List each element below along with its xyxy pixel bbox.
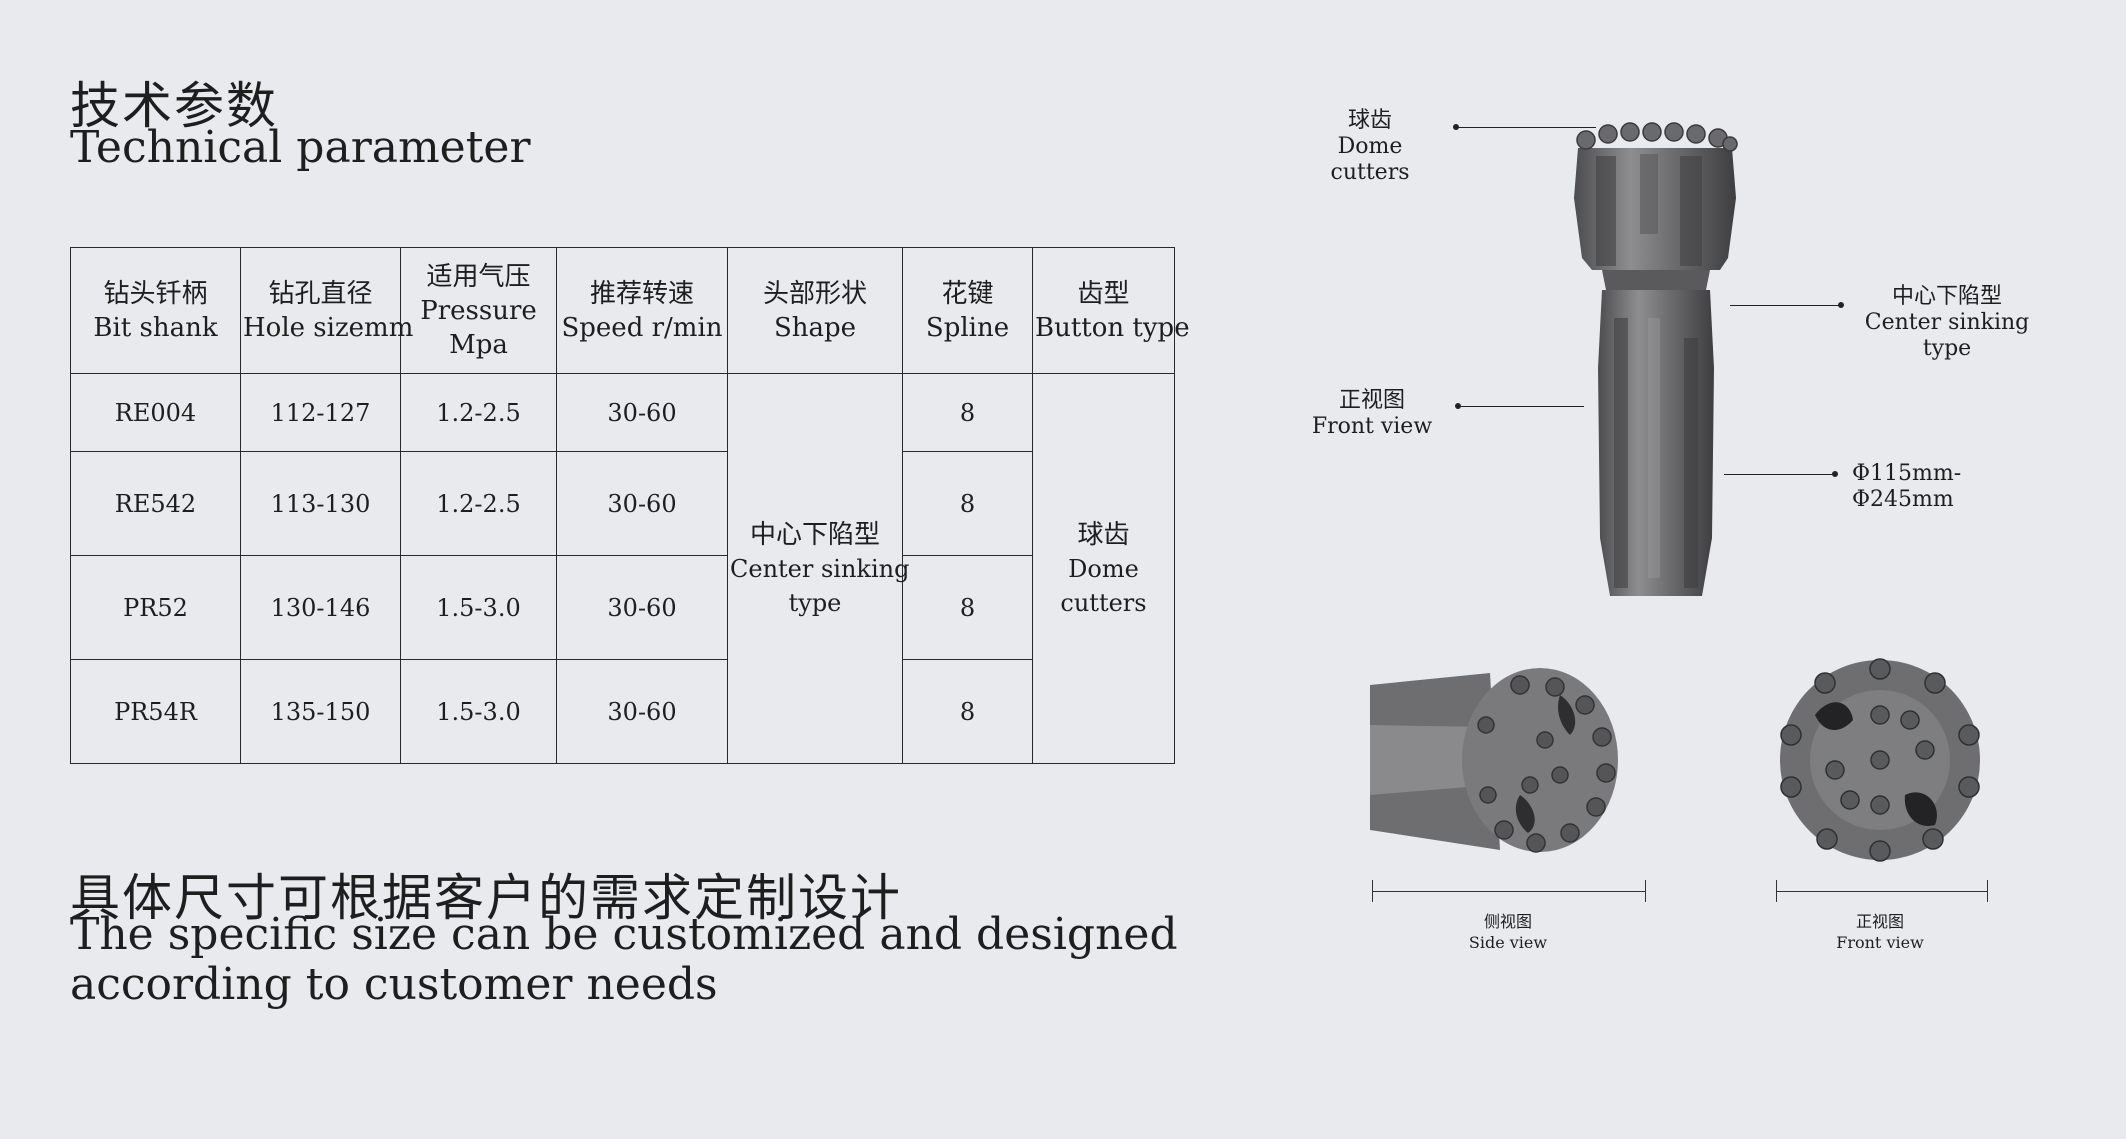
cell-hole: 112-127	[240, 373, 401, 452]
footer-cn: 具体尺寸可根据客户的需求定制设计	[70, 869, 902, 927]
drill-bit-front-view-illustration	[1780, 658, 1980, 862]
callout-diameter-range: Φ115mm- Φ245mm	[1852, 461, 1962, 512]
cell-pressure: 1.5-3.0	[400, 659, 557, 764]
cell-speed: 30-60	[556, 373, 728, 452]
cell-pressure: 1.2-2.5	[400, 373, 557, 452]
cell-shank: PR54R	[70, 659, 241, 764]
cell-speed: 30-60	[556, 659, 728, 764]
table-row: RE542 113-130 1.2-2.5 30-60 8	[70, 451, 1175, 556]
cell-shank: RE542	[70, 451, 241, 556]
heading-cn: 技术参数	[70, 77, 278, 135]
leader-dot	[1832, 471, 1838, 477]
leader-dot	[1838, 302, 1844, 308]
cell-spline: 8	[902, 451, 1033, 556]
leader-line	[1456, 127, 1596, 128]
cell-shank: RE004	[70, 373, 241, 452]
cell-hole: 113-130	[240, 451, 401, 556]
footer-en: The specific size can be customized and …	[70, 909, 1178, 1010]
cell-shank: PR52	[70, 555, 241, 660]
drill-bit-side-view-illustration	[1370, 668, 1618, 853]
table-row: PR54R 135-150 1.5-3.0 30-60 8	[70, 659, 1175, 764]
table-row: PR52 130-146 1.5-3.0 30-60 8	[70, 555, 1175, 660]
cell-pressure: 1.5-3.0	[400, 555, 557, 660]
cell-spline: 8	[902, 659, 1033, 764]
drill-bit-main-illustration	[1574, 122, 1738, 596]
leader-line	[1458, 406, 1584, 407]
leader-line	[1730, 305, 1842, 306]
leader-line	[1724, 474, 1836, 475]
cell-pressure: 1.2-2.5	[400, 451, 557, 556]
dimension-line-side	[1372, 880, 1646, 902]
cell-spline: 8	[902, 373, 1033, 452]
heading-en: Technical parameter	[70, 122, 531, 173]
cell-hole: 135-150	[240, 659, 401, 764]
cell-speed: 30-60	[556, 555, 728, 660]
cell-spline: 8	[902, 555, 1033, 660]
dimension-line-front	[1776, 880, 1988, 902]
cell-speed: 30-60	[556, 451, 728, 556]
cell-hole: 130-146	[240, 555, 401, 660]
